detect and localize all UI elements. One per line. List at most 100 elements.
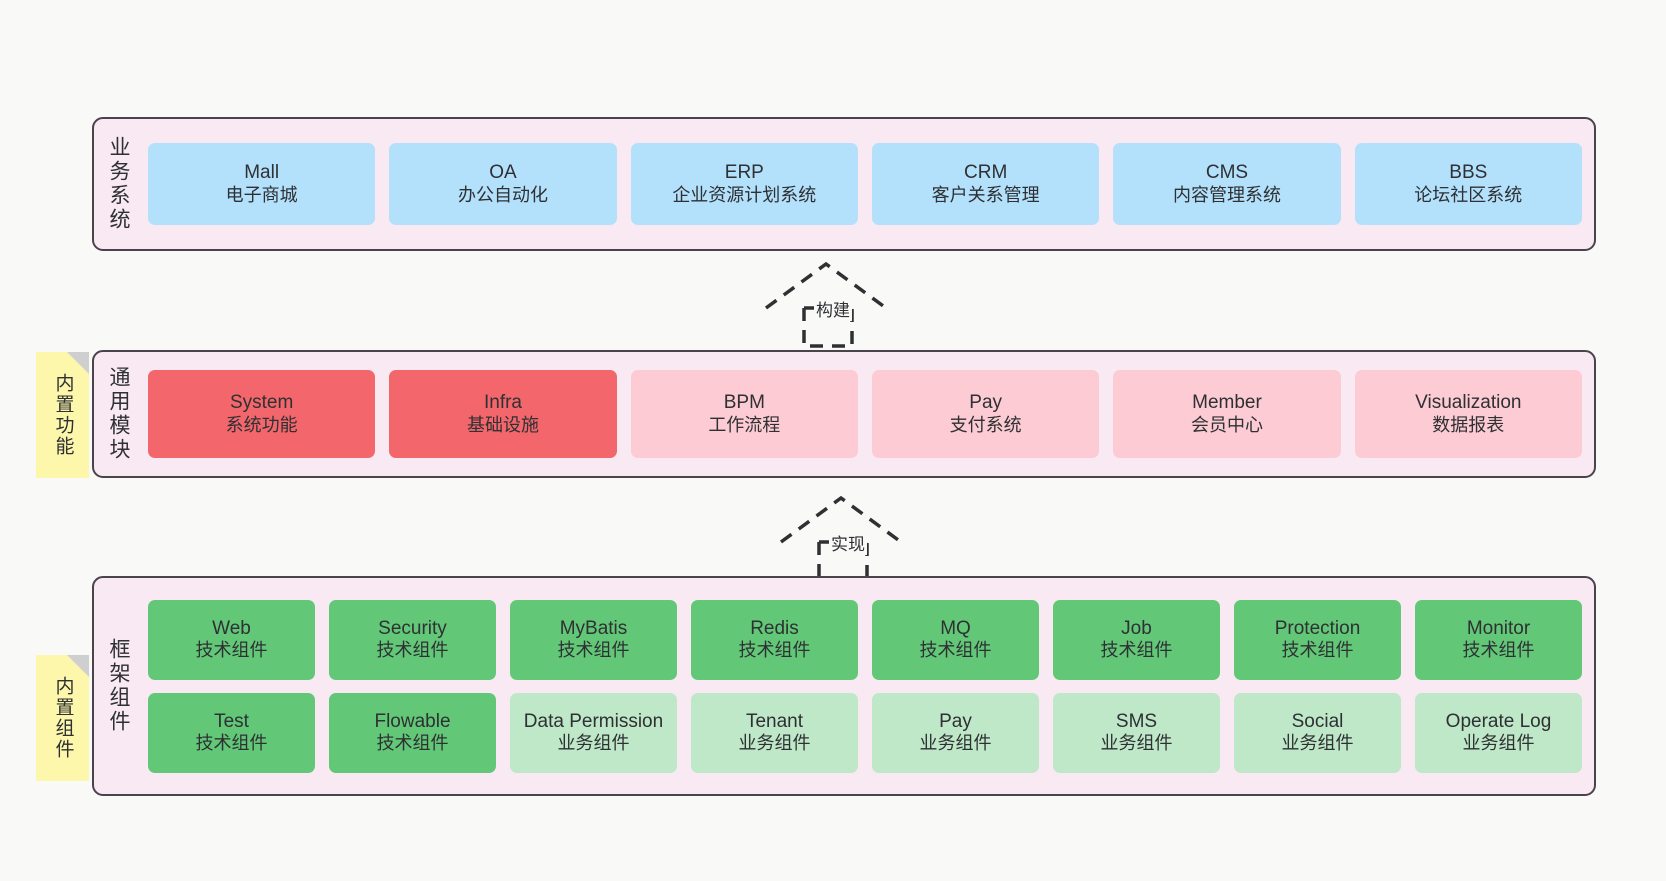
node-subtitle: 业务组件 xyxy=(1100,733,1173,754)
node-title: MQ xyxy=(940,617,971,639)
sticky-note-builtin-components: 内置组件 xyxy=(36,655,89,781)
sticky-note-builtin-functions-label: 内置功能 xyxy=(52,373,74,457)
node-subtitle: 系统功能 xyxy=(225,414,298,435)
layer-title-business-systems: 业务系统 xyxy=(107,136,131,232)
node-subtitle: 业务组件 xyxy=(738,733,811,754)
node-subtitle: 技术组件 xyxy=(195,640,268,661)
node-title: BPM xyxy=(723,392,765,414)
node-title: System xyxy=(229,392,294,414)
connector-build-label: 构建 xyxy=(814,296,852,321)
connector-implement-arrow: 实现 xyxy=(775,492,935,584)
layer-title-framework-components: 框架组件 xyxy=(107,638,131,734)
node-subtitle: 数据报表 xyxy=(1432,414,1505,435)
node-title: Visualization xyxy=(1415,392,1522,414)
node-title: MyBatis xyxy=(559,617,628,639)
node-subtitle: 论坛社区系统 xyxy=(1414,184,1523,205)
sticky-fold-corner-icon xyxy=(67,352,89,374)
sticky-fold-corner-icon xyxy=(67,655,89,677)
node-subtitle: 内容管理系统 xyxy=(1172,184,1281,205)
connector-implement-label: 实现 xyxy=(829,530,867,555)
node-title: Data Permission xyxy=(523,710,664,732)
node-title: Infra xyxy=(483,392,522,414)
node-subtitle: 业务组件 xyxy=(919,733,992,754)
node-title: CMS xyxy=(1205,162,1249,184)
node-title: Pay xyxy=(939,710,972,732)
node-title: Security xyxy=(378,617,447,639)
node-title: Member xyxy=(1192,392,1262,414)
sticky-note-builtin-functions: 内置功能 xyxy=(36,352,89,478)
node-subtitle: 技术组件 xyxy=(1462,640,1535,661)
node-subtitle: 技术组件 xyxy=(1100,640,1173,661)
connector-build-arrow: 构建 xyxy=(760,258,920,350)
node-subtitle: 技术组件 xyxy=(557,640,630,661)
node-subtitle: 技术组件 xyxy=(738,640,811,661)
node-subtitle: 工作流程 xyxy=(708,414,781,435)
node-subtitle: 办公自动化 xyxy=(457,184,548,205)
node-title: Monitor xyxy=(1466,617,1531,639)
node-title: OA xyxy=(489,162,517,184)
node-title: Pay xyxy=(969,392,1003,414)
node-title: Tenant xyxy=(745,710,804,732)
node-subtitle: 技术组件 xyxy=(195,733,268,754)
node-title: Web xyxy=(212,617,251,639)
node-subtitle: 电子商城 xyxy=(225,184,298,205)
node-title: CRM xyxy=(964,162,1008,184)
layer-title-common-modules: 通用模块 xyxy=(107,366,131,462)
node-subtitle: 技术组件 xyxy=(376,640,449,661)
node-title: Operate Log xyxy=(1445,710,1552,732)
node-title: Mall xyxy=(244,162,280,184)
node-title: SMS xyxy=(1115,710,1158,732)
node-title: Protection xyxy=(1274,617,1361,639)
node-subtitle: 技术组件 xyxy=(376,733,449,754)
node-title: Redis xyxy=(750,617,799,639)
node-title: Test xyxy=(214,710,249,732)
node-subtitle: 业务组件 xyxy=(557,733,630,754)
node-title: BBS xyxy=(1449,162,1488,184)
node-subtitle: 技术组件 xyxy=(919,640,992,661)
node-subtitle: 业务组件 xyxy=(1281,733,1354,754)
node-title: Job xyxy=(1121,617,1152,639)
node-subtitle: 业务组件 xyxy=(1462,733,1535,754)
node-subtitle: 企业资源计划系统 xyxy=(672,184,817,205)
node-subtitle: 客户关系管理 xyxy=(931,184,1040,205)
node-title: ERP xyxy=(724,162,764,184)
node-title: Social xyxy=(1291,710,1344,732)
